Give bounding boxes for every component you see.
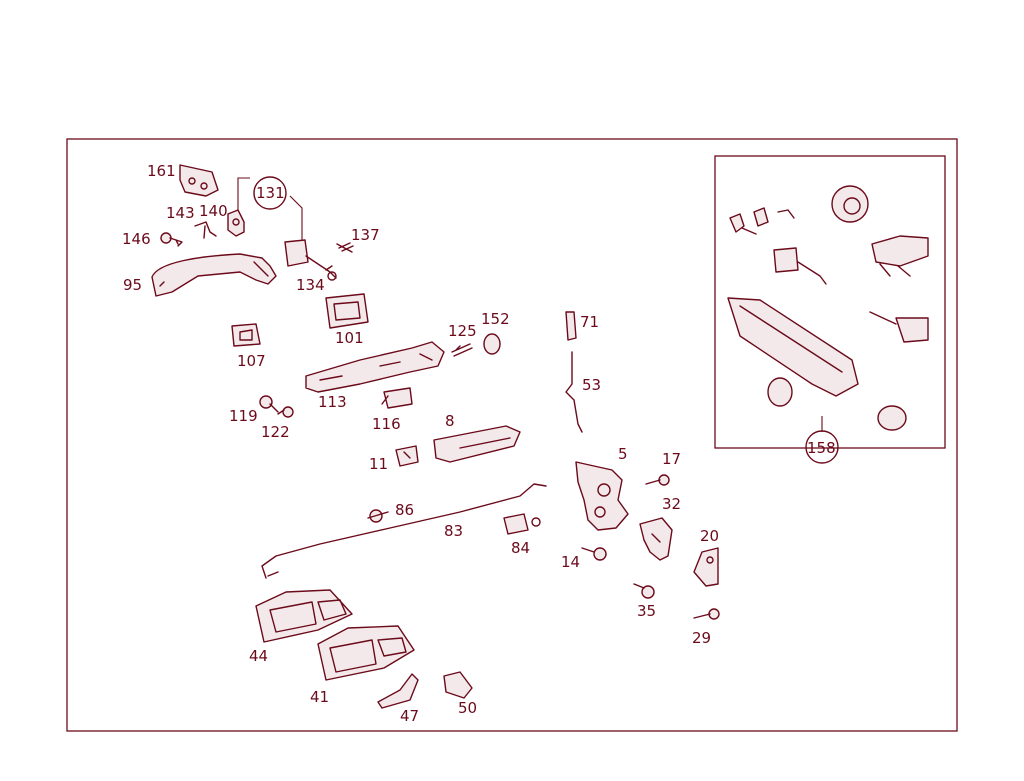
part-131-leader	[237, 176, 303, 242]
part-146-shape	[160, 232, 183, 247]
label-32: 32	[662, 495, 681, 513]
label-158: 158	[807, 439, 836, 457]
part-11-shape	[395, 445, 419, 467]
part-122-shape	[277, 406, 294, 418]
part-44-shape	[255, 589, 353, 643]
part-20-shape	[693, 547, 719, 587]
part-71-shape	[565, 311, 577, 341]
part-5-shape	[575, 461, 629, 531]
part-95-shape	[151, 253, 277, 297]
label-125: 125	[448, 322, 477, 340]
label-146: 146	[122, 230, 151, 248]
label-95: 95	[123, 276, 142, 294]
label-14: 14	[561, 553, 580, 571]
part-140-shape	[227, 209, 245, 237]
part-152-shape	[483, 333, 501, 355]
part-119-shape	[259, 395, 279, 413]
label-116: 116	[372, 415, 401, 433]
part-84-shape	[503, 513, 541, 535]
part-32-shape	[639, 517, 673, 561]
part-8-shape	[433, 425, 521, 463]
label-152: 152	[481, 310, 510, 328]
label-84: 84	[511, 539, 530, 557]
label-137: 137	[351, 226, 380, 244]
label-122: 122	[261, 423, 290, 441]
label-140: 140	[199, 202, 228, 220]
part-113-shape	[305, 341, 445, 393]
label-113: 113	[318, 393, 347, 411]
label-50: 50	[458, 699, 477, 717]
label-119: 119	[229, 407, 258, 425]
label-11: 11	[369, 455, 388, 473]
part-53-shape	[565, 351, 583, 433]
label-107: 107	[237, 352, 266, 370]
part-143-shape	[194, 221, 217, 239]
inset-kit-parts	[727, 185, 929, 464]
part-17-shape	[645, 474, 670, 486]
label-17: 17	[662, 450, 681, 468]
label-131: 131	[256, 184, 285, 202]
part-29-shape	[693, 608, 720, 620]
part-35-shape	[633, 583, 655, 599]
part-116-shape	[381, 387, 413, 409]
label-86: 86	[395, 501, 414, 519]
label-101: 101	[335, 329, 364, 347]
label-5: 5	[618, 445, 628, 463]
part-137-shape	[336, 242, 354, 253]
part-86-shape	[367, 509, 389, 523]
label-20: 20	[700, 527, 719, 545]
label-29: 29	[692, 629, 711, 647]
label-35: 35	[637, 602, 656, 620]
part-83-shape	[261, 483, 547, 579]
part-101-shape	[325, 293, 369, 329]
part-41-shape	[317, 625, 415, 681]
part-134-shape	[284, 239, 337, 281]
part-107-shape	[231, 323, 261, 347]
label-41: 41	[310, 688, 329, 706]
label-53: 53	[582, 376, 601, 394]
inset-kit-frame	[714, 155, 946, 449]
label-134: 134	[296, 276, 325, 294]
diagram-frame	[66, 138, 958, 732]
label-71: 71	[580, 313, 599, 331]
label-8: 8	[445, 412, 455, 430]
part-125-shape	[451, 343, 473, 357]
label-161: 161	[147, 162, 176, 180]
label-44: 44	[249, 647, 268, 665]
label-47: 47	[400, 707, 419, 725]
part-47-shape	[377, 673, 419, 709]
part-14-shape	[581, 547, 607, 561]
label-143: 143	[166, 204, 195, 222]
part-161-shape	[179, 164, 219, 197]
part-50-shape	[443, 671, 473, 699]
label-83: 83	[444, 522, 463, 540]
